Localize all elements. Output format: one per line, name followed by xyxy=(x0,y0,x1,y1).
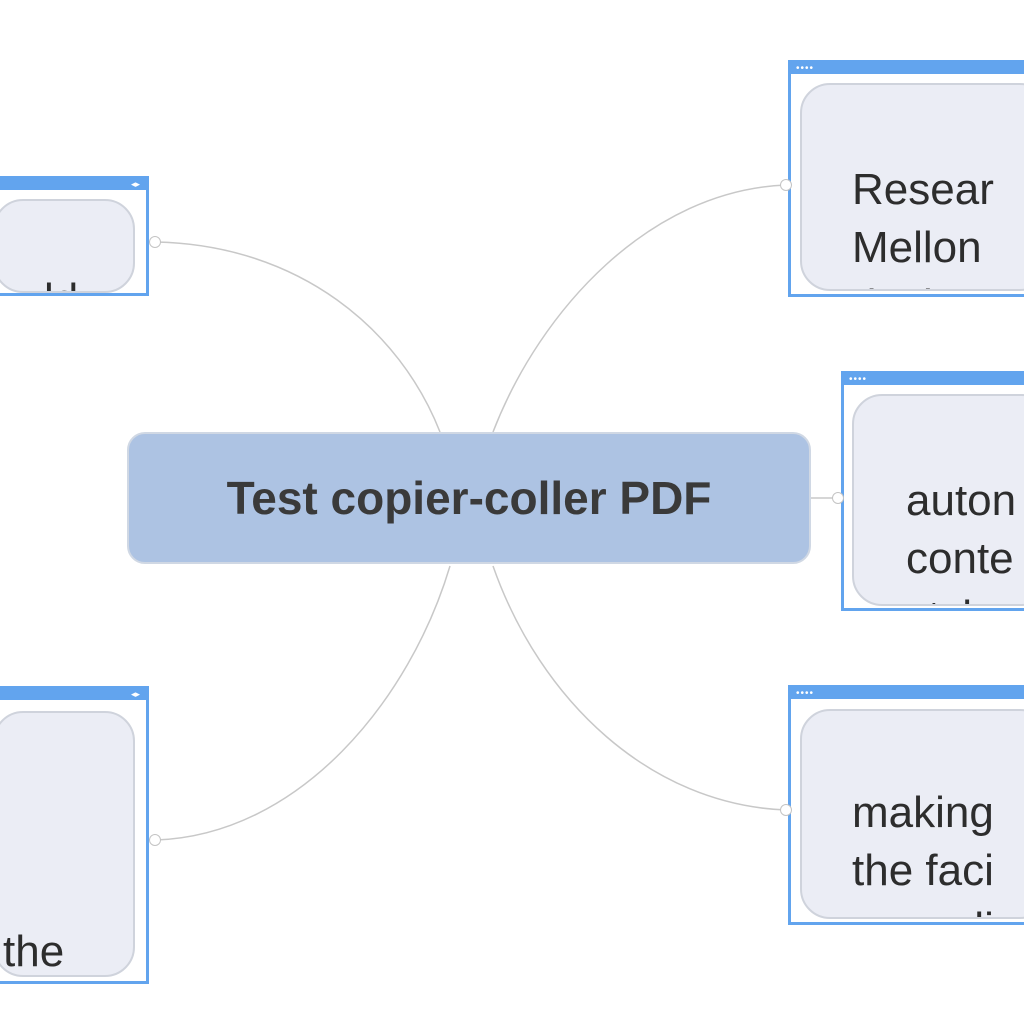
frame-menu-dots-icon[interactable]: •••• xyxy=(849,374,868,385)
topic-right-bottom[interactable]: making the faci comedi xyxy=(800,709,1024,919)
topic-frame-left-top[interactable]: ◂▸ ould. xyxy=(0,176,149,296)
topic-right-top[interactable]: Resear Mellon devisec xyxy=(800,83,1024,291)
central-topic-label: Test copier-coller PDF xyxy=(226,472,712,524)
topic-frame-right-top[interactable]: •••• Resear Mellon devisec xyxy=(788,60,1024,297)
connector-right-top xyxy=(492,184,787,433)
connector-handle-left-top[interactable] xyxy=(149,236,161,248)
frame-menu-dots-icon[interactable]: •••• xyxy=(796,63,815,74)
topic-left-bottom-label: the xyxy=(3,927,65,976)
topic-left-top-label: ould. xyxy=(0,275,90,291)
topic-right-middle[interactable]: auton conte style xyxy=(852,394,1024,606)
topic-frame-right-middle[interactable]: •••• auton conte style xyxy=(841,371,1024,611)
connector-handle-right-middle[interactable] xyxy=(832,492,844,504)
frame-menu-dots-icon[interactable]: •••• xyxy=(796,688,815,699)
frame-titlebar[interactable]: ◂▸ xyxy=(0,179,146,190)
topic-right-middle-label: auton conte style xyxy=(906,476,1017,604)
connector-right-bottom xyxy=(492,565,787,811)
connector-left-bottom xyxy=(155,565,451,841)
connector-handle-left-bottom[interactable] xyxy=(149,834,161,846)
frame-titlebar[interactable]: ◂▸ xyxy=(0,689,146,700)
topic-frame-right-bottom[interactable]: •••• making the faci comedi xyxy=(788,685,1024,925)
connector-handle-right-top[interactable] xyxy=(780,179,792,191)
frame-titlebar[interactable]: •••• xyxy=(844,374,1024,385)
topic-left-bottom[interactable]: the xyxy=(0,711,135,977)
resize-arrows-icon[interactable]: ◂▸ xyxy=(130,179,140,189)
topic-frame-left-bottom[interactable]: ◂▸ the xyxy=(0,686,149,984)
topic-left-top[interactable]: ould. xyxy=(0,199,135,293)
connector-handle-right-bottom[interactable] xyxy=(780,804,792,816)
frame-titlebar[interactable]: •••• xyxy=(791,688,1024,699)
central-topic[interactable]: Test copier-coller PDF xyxy=(127,432,811,564)
connector-left-top xyxy=(155,241,441,433)
topic-right-bottom-label: making the faci comedi xyxy=(852,788,994,917)
topic-right-top-label: Resear Mellon devisec xyxy=(852,165,1001,289)
resize-arrows-icon[interactable]: ◂▸ xyxy=(130,689,140,699)
frame-titlebar[interactable]: •••• xyxy=(791,63,1024,74)
